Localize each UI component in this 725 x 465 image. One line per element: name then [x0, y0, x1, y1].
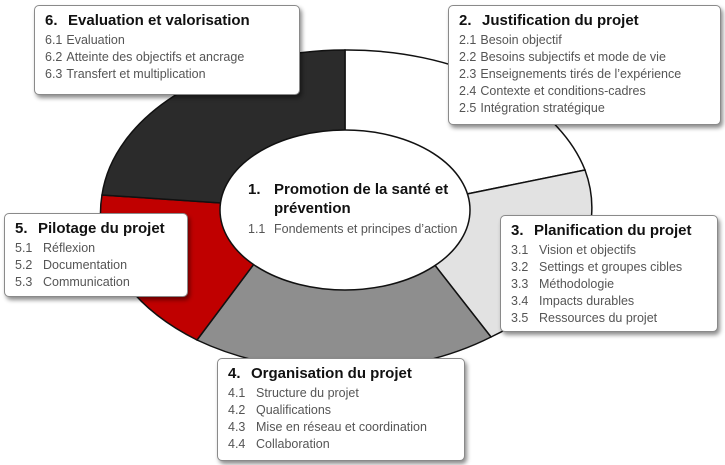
box-title: 2. Justification du projet: [459, 11, 712, 30]
list-item: 3.1 Vision et objectifs: [511, 242, 709, 259]
box-organisation-projet: 4. Organisation du projet 4.1 Structure d…: [217, 358, 465, 461]
center-promotion-sante: 1. Promotion de la santé et prévention 1…: [248, 180, 458, 290]
item-number: 3.2: [511, 260, 529, 274]
box-pilotage-projet: 5. Pilotage du projet 5.1 Réflexion 5.2 Do…: [4, 213, 188, 297]
item-number: 2.1: [459, 33, 477, 47]
item-number: 4.4: [228, 437, 246, 451]
box-number: 3.: [511, 222, 524, 239]
item-label: Settings et groupes cibles: [539, 260, 683, 274]
item-label: Qualifications: [256, 403, 332, 417]
item-label: Fondements et principes d’action: [274, 222, 458, 236]
list-item: 3.5 Ressources du projet: [511, 310, 709, 327]
list-item: 3.3 Méthodologie: [511, 276, 709, 293]
item-number: 2.2: [459, 50, 477, 64]
item-number: 3.4: [511, 294, 529, 308]
list-item: 5.3 Communication: [15, 274, 179, 291]
box-title-text: Pilotage du projet: [38, 220, 165, 237]
item-number: 5.3: [15, 275, 33, 289]
center-title-text: Promotion de la santé et prévention: [274, 181, 449, 217]
box-planification-projet: 3. Planification du projet 3.1 Vision et …: [500, 215, 718, 332]
list-item: 4.1 Structure du projet: [228, 385, 456, 402]
item-label: Ressources du projet: [539, 311, 658, 325]
item-label: Impacts durables: [539, 294, 635, 308]
item-label: Besoins subjectifs et mode de vie: [480, 50, 666, 64]
box-title-text: Justification du projet: [482, 12, 639, 29]
item-number: 4.1: [228, 386, 246, 400]
box-title: 5. Pilotage du projet: [15, 219, 179, 238]
item-label: Documentation: [43, 258, 128, 272]
item-number: 6.1: [45, 33, 63, 47]
item-label: Transfert et multiplication: [66, 67, 206, 81]
item-label: Mise en réseau et coordination: [256, 420, 427, 434]
center-title: 1. Promotion de la santé et prévention: [248, 180, 458, 218]
box-title-text: Evaluation et valorisation: [68, 12, 250, 29]
list-item: 5.2 Documentation: [15, 257, 179, 274]
box-items: 4.1 Structure du projet 4.2 Qualifications…: [228, 385, 456, 453]
list-item: 4.3 Mise en réseau et coordination: [228, 419, 456, 436]
box-title: 3. Planification du projet: [511, 221, 709, 240]
item-number: 4.3: [228, 420, 246, 434]
item-label: Communication: [43, 275, 130, 289]
item-number: 2.3: [459, 67, 477, 81]
item-label: Enseignements tirés de l’expérience: [480, 67, 682, 81]
center-number: 1.: [248, 181, 261, 198]
item-number: 4.2: [228, 403, 246, 417]
item-number: 1.1: [248, 222, 266, 236]
item-number: 6.2: [45, 50, 63, 64]
item-number: 5.2: [15, 258, 33, 272]
item-number: 6.3: [45, 67, 63, 81]
box-title: 6. Evaluation et valorisation: [45, 11, 291, 30]
item-label: Besoin objectif: [480, 33, 562, 47]
item-label: Collaboration: [256, 437, 330, 451]
item-number: 3.1: [511, 243, 529, 257]
box-number: 4.: [228, 365, 241, 382]
center-items: 1.1 Fondements et principes d’action: [248, 221, 458, 237]
item-label: Contexte et conditions-cadres: [480, 84, 646, 98]
box-title-text: Organisation du projet: [251, 365, 412, 382]
item-label: Réflexion: [43, 241, 96, 255]
box-title: 4. Organisation du projet: [228, 364, 456, 383]
box-number: 5.: [15, 220, 28, 237]
box-items: 5.1 Réflexion 5.2 Documentation 5.3 Communi…: [15, 240, 179, 291]
list-item: 1.1 Fondements et principes d’action: [248, 221, 458, 237]
center-ellipse: [219, 129, 471, 291]
box-items: 3.1 Vision et objectifs 3.2 Settings et gr…: [511, 242, 709, 327]
item-number: 5.1: [15, 241, 33, 255]
box-number: 2.: [459, 12, 472, 29]
item-label: Evaluation: [66, 33, 125, 47]
list-item: 5.1 Réflexion: [15, 240, 179, 257]
item-label: Intégration stratégique: [480, 101, 605, 115]
box-title-text: Planification du projet: [534, 222, 692, 239]
item-number: 2.5: [459, 101, 477, 115]
item-label: Atteinte des objectifs et ancrage: [66, 50, 245, 64]
item-number: 3.5: [511, 311, 529, 325]
item-number: 2.4: [459, 84, 477, 98]
list-item: 4.2 Qualifications: [228, 402, 456, 419]
item-label: Méthodologie: [539, 277, 615, 291]
list-item: 3.4 Impacts durables: [511, 293, 709, 310]
item-number: 3.3: [511, 277, 529, 291]
item-label: Vision et objectifs: [539, 243, 637, 257]
item-label: Structure du projet: [256, 386, 359, 400]
list-item: 3.2 Settings et groupes cibles: [511, 259, 709, 276]
list-item: 4.4 Collaboration: [228, 436, 456, 453]
box-number: 6.: [45, 12, 58, 29]
